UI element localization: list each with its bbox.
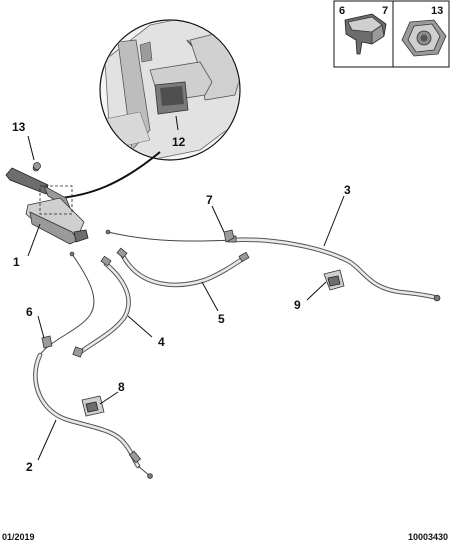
callout-13: 13 — [12, 120, 26, 134]
nut-part-icon — [401, 19, 447, 57]
callout-6: 6 — [26, 305, 33, 319]
part-13-nut-small — [33, 162, 41, 170]
callout-4: 4 — [158, 335, 165, 349]
callout-3: 3 — [344, 183, 351, 197]
callout-12: 12 — [172, 135, 186, 149]
part-9-bracket — [323, 269, 345, 291]
callout-8: 8 — [118, 380, 125, 394]
inset-label-6: 6 — [339, 5, 345, 17]
cable-2 — [33, 253, 151, 477]
parts-inset: 6 7 13 — [333, 0, 450, 68]
cable-3 — [107, 231, 441, 301]
callout-1: 1 — [13, 255, 20, 269]
inset-label-7: 7 — [382, 5, 388, 17]
footer-reference: 10003430 — [408, 532, 448, 542]
clip-part-icon — [344, 13, 387, 55]
callout-5: 5 — [218, 312, 225, 326]
part-7-clip — [223, 229, 235, 243]
inset-label-13: 13 — [431, 5, 443, 17]
part-6-clip — [41, 335, 53, 349]
leader-lines — [27, 115, 345, 461]
hand-brake-lever — [5, 164, 89, 245]
cable-5 — [119, 251, 247, 288]
callout-7: 7 — [206, 193, 213, 207]
cable-4 — [75, 261, 131, 357]
callout-9: 9 — [294, 298, 301, 312]
part-8-bracket — [81, 395, 105, 417]
callout-2: 2 — [26, 460, 33, 474]
footer-date: 01/2019 — [2, 532, 35, 542]
